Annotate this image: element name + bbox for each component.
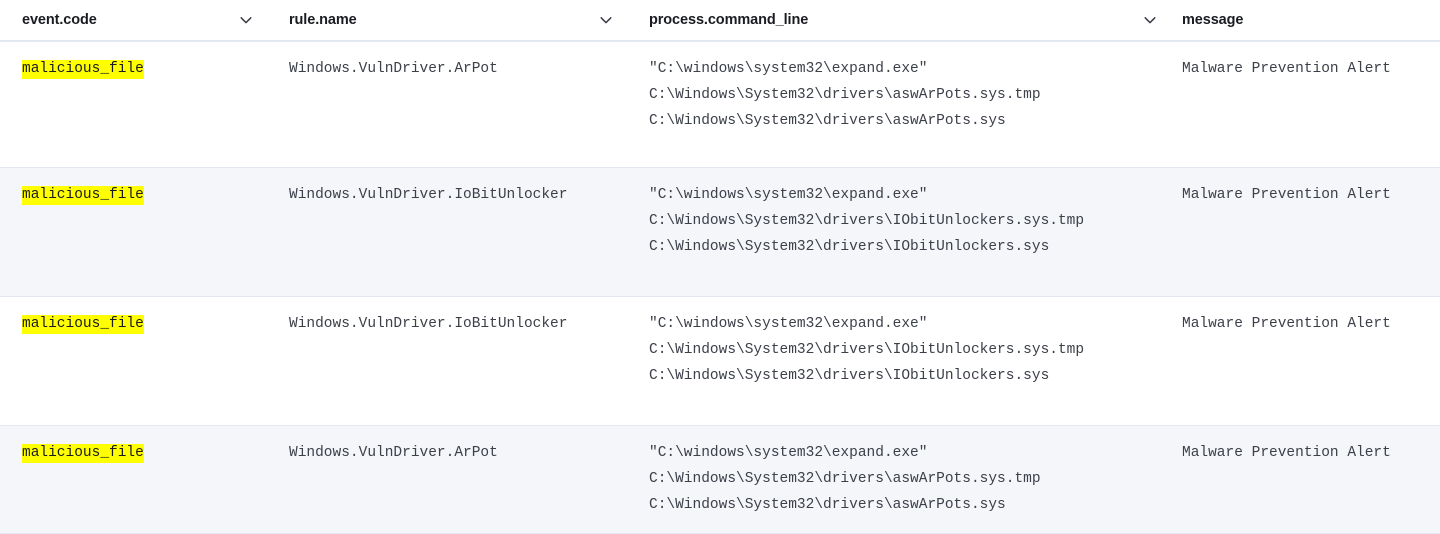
event-code-highlight: malicious_file	[22, 315, 144, 334]
event-code-highlight: malicious_file	[22, 186, 144, 205]
data-grid-body: malicious_file Windows.VulnDriver.ArPot …	[0, 42, 1440, 534]
cell-message: Malware Prevention Alert	[1182, 61, 1391, 77]
cell-rule-name: Windows.VulnDriver.ArPot	[289, 445, 498, 461]
cell-event-code: malicious_file	[0, 426, 267, 466]
cell-rule-name: Windows.VulnDriver.IoBitUnlocker	[289, 187, 568, 203]
cell-process-command-line: "C:\windows\system32\expand.exe" C:\Wind…	[627, 42, 1171, 134]
data-grid-header-row: event.code rule.name process.command_lin…	[0, 0, 1440, 42]
table-row[interactable]: malicious_file Windows.VulnDriver.IoBitU…	[0, 297, 1440, 426]
column-header-event-code[interactable]: event.code	[0, 0, 267, 41]
cell-process-command-line: "C:\windows\system32\expand.exe" C:\Wind…	[627, 426, 1171, 518]
command-line-segment: C:\Windows\System32\drivers\IObitUnlocke…	[649, 213, 1085, 229]
cell-rule-name: Windows.VulnDriver.ArPot	[289, 61, 498, 77]
cell-process-command-line: "C:\windows\system32\expand.exe" C:\Wind…	[627, 168, 1171, 260]
command-line-segment: "C:\windows\system32\expand.exe"	[649, 187, 928, 203]
table-row[interactable]: malicious_file Windows.VulnDriver.IoBitU…	[0, 168, 1440, 297]
table-row[interactable]: malicious_file Windows.VulnDriver.ArPot …	[0, 426, 1440, 534]
column-header-rule-name[interactable]: rule.name	[267, 0, 627, 41]
command-line-segment: "C:\windows\system32\expand.exe"	[649, 445, 928, 461]
column-header-process-command-line[interactable]: process.command_line	[627, 0, 1171, 41]
command-line-segment: "C:\windows\system32\expand.exe"	[649, 61, 928, 77]
command-line-segment: C:\Windows\System32\drivers\IObitUnlocke…	[649, 342, 1085, 358]
cell-message: Malware Prevention Alert	[1182, 445, 1391, 461]
command-line-segment: C:\Windows\System32\drivers\IObitUnlocke…	[649, 239, 1050, 255]
command-line-segment: C:\Windows\System32\drivers\aswArPots.sy…	[649, 471, 1041, 487]
cell-rule-name: Windows.VulnDriver.IoBitUnlocker	[289, 316, 568, 332]
command-line-segment: C:\Windows\System32\drivers\aswArPots.sy…	[649, 497, 1006, 513]
cell-message: Malware Prevention Alert	[1182, 187, 1391, 203]
cell-event-code: malicious_file	[0, 168, 267, 208]
column-header-label: message	[1182, 12, 1244, 28]
table-row[interactable]: malicious_file Windows.VulnDriver.ArPot …	[0, 42, 1440, 168]
chevron-down-icon[interactable]	[598, 12, 614, 28]
command-line-segment: C:\Windows\System32\drivers\aswArPots.sy…	[649, 113, 1006, 129]
chevron-down-icon[interactable]	[238, 12, 254, 28]
column-header-message[interactable]: message	[1171, 0, 1440, 41]
command-line-segment: C:\Windows\System32\drivers\IObitUnlocke…	[649, 368, 1050, 384]
event-code-highlight: malicious_file	[22, 444, 144, 463]
cell-process-command-line: "C:\windows\system32\expand.exe" C:\Wind…	[627, 297, 1171, 389]
command-line-segment: "C:\windows\system32\expand.exe"	[649, 316, 928, 332]
chevron-down-icon[interactable]	[1142, 12, 1158, 28]
column-header-label: rule.name	[289, 12, 357, 28]
cell-message: Malware Prevention Alert	[1182, 316, 1391, 332]
cell-event-code: malicious_file	[0, 42, 267, 82]
column-header-label: process.command_line	[649, 12, 809, 28]
cell-event-code: malicious_file	[0, 297, 267, 337]
command-line-segment: C:\Windows\System32\drivers\aswArPots.sy…	[649, 87, 1041, 103]
column-header-label: event.code	[22, 12, 97, 28]
event-code-highlight: malicious_file	[22, 60, 144, 79]
